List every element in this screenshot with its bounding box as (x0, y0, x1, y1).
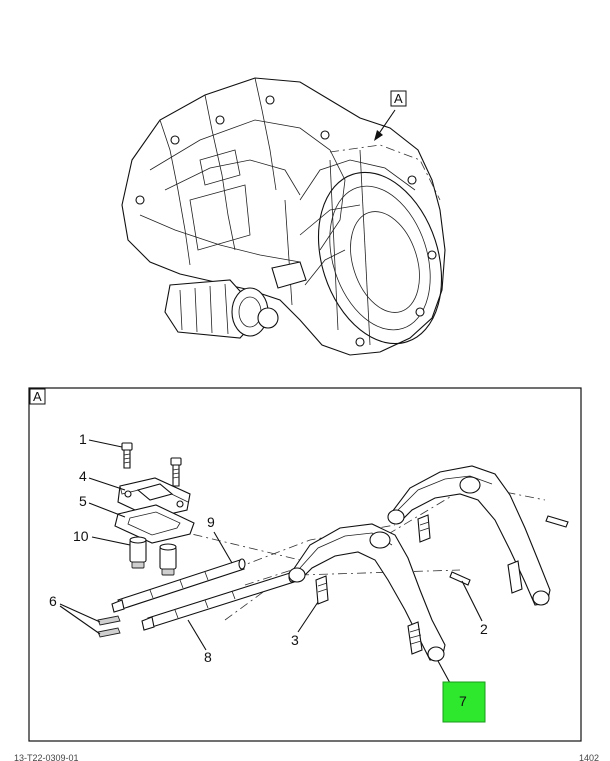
callout-2: 2 (461, 580, 488, 637)
callout-label-5: 5 (79, 493, 87, 509)
footer-page-ref: 1402 (579, 753, 599, 761)
detail-view-frame (28, 387, 582, 742)
view-arrow-line (377, 109, 396, 136)
callout-1: 1 (79, 431, 123, 448)
pad-3-illustration (315, 575, 329, 605)
leader-line-8 (187, 619, 207, 651)
view-label-box-top (390, 90, 407, 107)
callout-label-2: 2 (480, 621, 488, 637)
view-label-top: A (394, 91, 403, 106)
leader-line-2 (461, 580, 483, 622)
callout-6: 6 (49, 593, 101, 635)
callout-label-6: 6 (49, 593, 57, 609)
leader-line-4 (88, 477, 126, 491)
footer-figure-code: 13-T22-0309-01 (14, 753, 79, 761)
gasket-5-illustration (114, 504, 195, 544)
key-6-illustration (97, 615, 121, 626)
transmission-assembly-illustration (121, 77, 446, 356)
leader-line-7 (437, 660, 451, 684)
callout-10: 10 (73, 528, 131, 546)
shift-fork-front-illustration (288, 523, 446, 662)
shift-fork-rear-illustration (387, 465, 551, 606)
cover-plate-4-illustration (117, 477, 191, 519)
plunger-10-illustration (129, 536, 147, 569)
callout-4: 4 (79, 468, 126, 491)
leader-line-10 (91, 536, 131, 546)
leader-line-6b (59, 605, 101, 635)
callout-label-10: 10 (73, 528, 89, 544)
callout-label-7: 7 (459, 693, 467, 709)
pad-3b-illustration (417, 514, 431, 543)
callout-3: 3 (291, 601, 319, 648)
callout-label-9: 9 (207, 514, 215, 530)
callout-7[interactable]: 7 (437, 660, 486, 723)
shift-rail-9-illustration (111, 558, 246, 613)
callout-label-3: 3 (291, 632, 299, 648)
view-label-detail: A (33, 389, 42, 404)
callout-label-8: 8 (204, 649, 212, 665)
pin-2-illustration (449, 571, 471, 586)
shift-rail-8-illustration (141, 571, 296, 631)
bolt-1b-illustration (170, 457, 182, 487)
bolt-1-illustration (121, 442, 133, 469)
callout-5: 5 (79, 493, 126, 518)
key-6b-illustration (97, 627, 121, 638)
callout-label-1: 1 (79, 431, 87, 447)
leader-line-5 (88, 502, 126, 518)
callout-label-4: 4 (79, 468, 87, 484)
view-arrow-head (374, 130, 383, 141)
leader-line-1 (88, 439, 123, 448)
leader-line-6a (59, 603, 101, 623)
view-label-box-detail (29, 388, 46, 405)
leader-line-9 (213, 531, 233, 564)
pin-2b-illustration (545, 515, 569, 528)
leader-line-3 (297, 601, 319, 633)
callout-7-highlight[interactable] (442, 681, 486, 723)
callout-9: 9 (207, 514, 233, 564)
callout-8: 8 (187, 619, 212, 665)
plunger-10b-illustration (159, 543, 177, 576)
view-a-indicator: A (374, 90, 407, 141)
